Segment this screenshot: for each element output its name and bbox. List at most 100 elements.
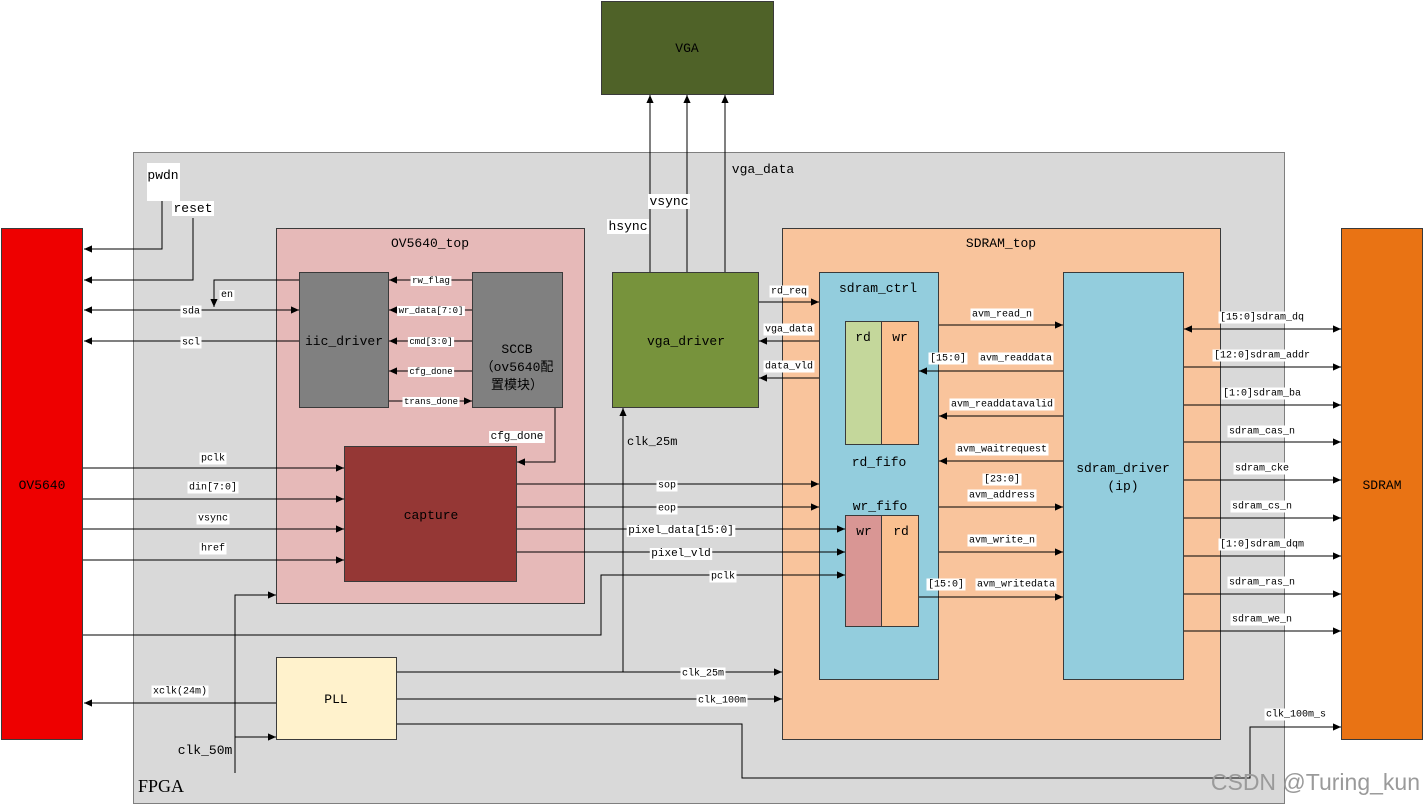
pixel-vld-label: pixel_vld	[651, 548, 710, 560]
label-background	[1212, 349, 1312, 362]
sdram-driver-label-line1: sdram_driver	[1076, 461, 1170, 476]
sdram-dq-label: [15:0]sdram_dq	[1220, 312, 1304, 324]
label-background	[649, 548, 713, 560]
label-background	[1230, 500, 1294, 513]
href-label: href	[201, 543, 225, 555]
sdram-addr-label: [12:0]sdram_addr	[1214, 350, 1310, 362]
label-background	[656, 503, 678, 515]
avm-readdata-width-label: [15:0]	[930, 353, 966, 365]
sop-label: sop	[658, 481, 676, 492]
pclk-fifo-label: pclk	[711, 571, 735, 583]
label-background	[397, 306, 465, 316]
label-background	[709, 570, 737, 583]
avm-read-n-label: avm_read_n	[972, 309, 1032, 321]
trans-done-label: trans_done	[404, 397, 458, 407]
label-background	[763, 323, 815, 336]
cfg-done-capture-wire	[517, 408, 556, 466]
vsync-out-label: vsync	[649, 194, 688, 209]
label-background	[187, 481, 239, 494]
label-background	[647, 194, 691, 209]
label-background	[407, 367, 455, 377]
block-labels: VGA FPGA OV5640 SDRAM OV5640_top iic_dri…	[19, 41, 1402, 796]
label-background	[928, 352, 968, 365]
sdram-we-n-label: sdram_we_n	[1232, 614, 1292, 626]
vga-driver-label: vga_driver	[647, 334, 725, 349]
clk-25m-vga-label: clk_25m	[627, 435, 677, 449]
label-background	[1233, 462, 1291, 475]
en-label: en	[221, 290, 233, 301]
reset-wire	[84, 218, 194, 284]
wr-fifo-rd-cell	[881, 515, 919, 627]
capture-block	[344, 446, 517, 582]
pwdn-label-box	[147, 163, 180, 201]
label-background	[967, 489, 1037, 502]
sdram-cke-label: sdram_cke	[1235, 463, 1289, 475]
clk-50m-top-wire	[234, 591, 276, 773]
label-background	[967, 534, 1037, 547]
avm-writedata-width-label: [15:0]	[928, 579, 964, 591]
vga-data-in-label: vga_data	[765, 324, 813, 336]
sdram-driver-label-line2: (ip)	[1107, 479, 1138, 494]
label-background	[982, 473, 1022, 486]
label-background	[407, 337, 455, 347]
label-background	[1218, 311, 1306, 324]
wr-fifo-rd-label: rd	[893, 524, 909, 539]
reset-label: reset	[173, 201, 212, 216]
wr-fifo-label: wr_fifo	[853, 499, 908, 514]
label-background	[1221, 387, 1303, 400]
ov5640-block	[1, 228, 83, 740]
clk-25m-label: clk_25m	[682, 668, 724, 680]
sccb-label-line2: （ov5640配	[481, 360, 554, 375]
label-background	[970, 308, 1034, 321]
watermark: CSDN @Turing_kun	[1211, 769, 1420, 795]
label-background	[402, 397, 460, 407]
vga-driver-block	[612, 272, 759, 408]
label-background	[171, 201, 215, 216]
label-background	[1218, 538, 1306, 551]
cmd-label: cmd[3:0]	[409, 337, 452, 347]
rd-fifo-wr-label: wr	[892, 330, 908, 345]
sdram-block	[1341, 228, 1423, 740]
ov5640-top-label: OV5640_top	[391, 236, 469, 251]
sdram-top-label: SDRAM_top	[966, 236, 1036, 251]
rd-fifo-label: rd_fifo	[852, 455, 907, 470]
label-background	[489, 431, 545, 443]
sccb-label-line3: 置模块）	[491, 378, 543, 393]
xclk-label: xclk(24m)	[153, 686, 207, 698]
clk-50m-label: clk_50m	[178, 743, 233, 758]
avm-writedata-label: avm_writedata	[977, 579, 1055, 591]
label-background	[769, 285, 809, 298]
pll-label: PLL	[324, 692, 347, 707]
avm-address-width-label: [23:0]	[984, 474, 1020, 486]
scl-label: scl	[182, 337, 200, 349]
label-background	[1227, 425, 1297, 438]
wr-fifo-wr-cell	[845, 515, 882, 627]
label-background	[656, 480, 678, 492]
label-background	[1264, 708, 1328, 721]
wr-data-label: wr_data[7:0]	[399, 306, 464, 316]
sdram-ba-label: [1:0]sdram_ba	[1223, 388, 1301, 400]
label-background	[199, 452, 227, 465]
ov5640-label: OV5640	[19, 478, 66, 493]
sdram-label: SDRAM	[1362, 478, 1401, 493]
signal-labels: pwdn reset en sda scl rw_flag wr_data[7:…	[147, 162, 1328, 758]
rd-fifo-wr-cell	[881, 321, 919, 445]
clk-100m-s-wire	[397, 723, 1341, 779]
rd-fifo-rd-label: rd	[855, 330, 871, 345]
sda-label: sda	[182, 306, 200, 318]
rd-fifo-rd-cell	[845, 321, 882, 445]
sccb-label-line1: SCCB	[501, 342, 532, 357]
cfg-done-sccb-label: cfg_done	[409, 367, 452, 377]
data-vld-label: data_vld	[765, 361, 813, 373]
clk-100m-label: clk_100m	[698, 695, 746, 707]
label-background	[180, 336, 202, 349]
sdram-driver-block	[1063, 272, 1184, 680]
label-background	[975, 578, 1057, 591]
sdram-dqm-label: [1:0]sdram_dqm	[1220, 539, 1304, 551]
label-background	[606, 219, 650, 234]
en-wire	[210, 279, 299, 307]
label-background	[199, 542, 227, 555]
avm-readdata-label: avm_readdata	[980, 353, 1052, 365]
